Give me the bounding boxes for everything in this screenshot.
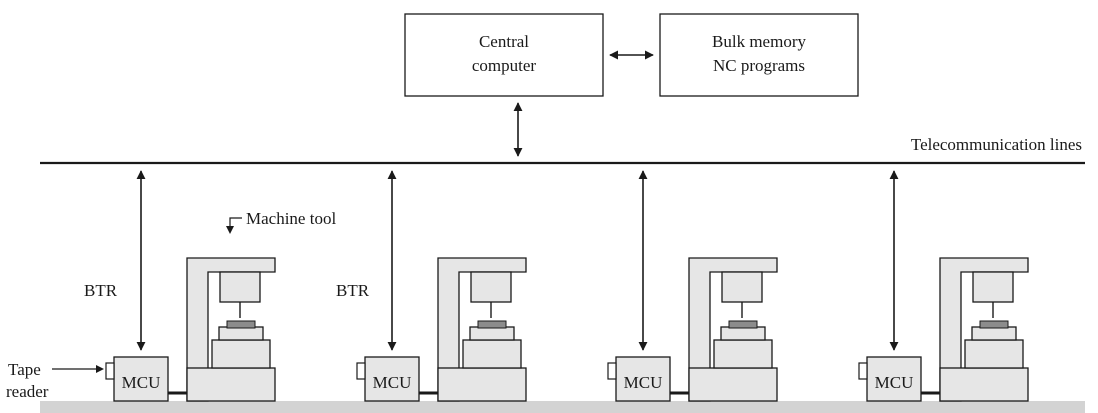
bulk-memory-line1: Bulk memory <box>712 32 806 51</box>
machine-table-upper-1 <box>218 326 264 341</box>
mcu-label-4: MCU <box>875 373 914 392</box>
machine-unit-2: MCU <box>356 170 527 402</box>
telecom-label: Telecommunication lines <box>911 135 1082 154</box>
tape-reader-slot-2 <box>356 362 366 380</box>
tape-reader-slot-1 <box>105 362 115 380</box>
machine-table-upper-4 <box>971 326 1017 341</box>
floor <box>40 401 1085 413</box>
mcu-label-3: MCU <box>624 373 663 392</box>
bulk-memory-line2: NC programs <box>713 56 805 75</box>
bulk-memory-box: Bulk memory NC programs <box>659 13 859 97</box>
mcu-cabinet-1 <box>113 356 169 402</box>
machine-unit-1: MCU <box>105 170 276 402</box>
machine-table-upper-3 <box>720 326 766 341</box>
machine-table-lower-3 <box>713 339 773 369</box>
tape-reader-arrowhead <box>96 365 104 373</box>
mcu-label-2: MCU <box>373 373 412 392</box>
workpiece-1 <box>226 320 256 329</box>
workpiece-3 <box>728 320 758 329</box>
central-computer-box: Central computer <box>404 13 604 97</box>
spindle-head-2 <box>470 271 512 303</box>
machine-table-lower-4 <box>964 339 1024 369</box>
spindle-head-4 <box>972 271 1014 303</box>
machine-table-lower-2 <box>462 339 522 369</box>
machine-base-3 <box>688 367 778 402</box>
tape-reader-line1: Tape <box>8 360 41 379</box>
machine-base-1 <box>186 367 276 402</box>
central-computer-line1: Central <box>479 32 529 51</box>
spindle-head-3 <box>721 271 763 303</box>
tape-reader-slot-4 <box>858 362 868 380</box>
machine-unit-3: MCU <box>607 170 778 402</box>
machine-tool-callout: Machine tool <box>226 209 336 234</box>
machine-base-2 <box>437 367 527 402</box>
machine-base-4 <box>939 367 1029 402</box>
btr-label-2: BTR <box>336 281 370 300</box>
mcu-cabinet-4 <box>866 356 922 402</box>
tape-reader-callout: Tape reader <box>6 360 104 401</box>
workpiece-4 <box>979 320 1009 329</box>
machine-unit-4: MCU <box>858 170 1029 402</box>
mcu-cabinet-3 <box>615 356 671 402</box>
mcu-label-1: MCU <box>122 373 161 392</box>
workpiece-2 <box>477 320 507 329</box>
tape-reader-slot-3 <box>607 362 617 380</box>
machine-tool-label: Machine tool <box>246 209 336 228</box>
spindle-head-1 <box>219 271 261 303</box>
machine-table-upper-2 <box>469 326 515 341</box>
machine-table-lower-1 <box>211 339 271 369</box>
machine-units: MCU MCU MCU MCU <box>105 170 1029 402</box>
btr-label-1: BTR <box>84 281 118 300</box>
tape-reader-line2: reader <box>6 382 49 401</box>
central-computer-line2: computer <box>472 56 537 75</box>
